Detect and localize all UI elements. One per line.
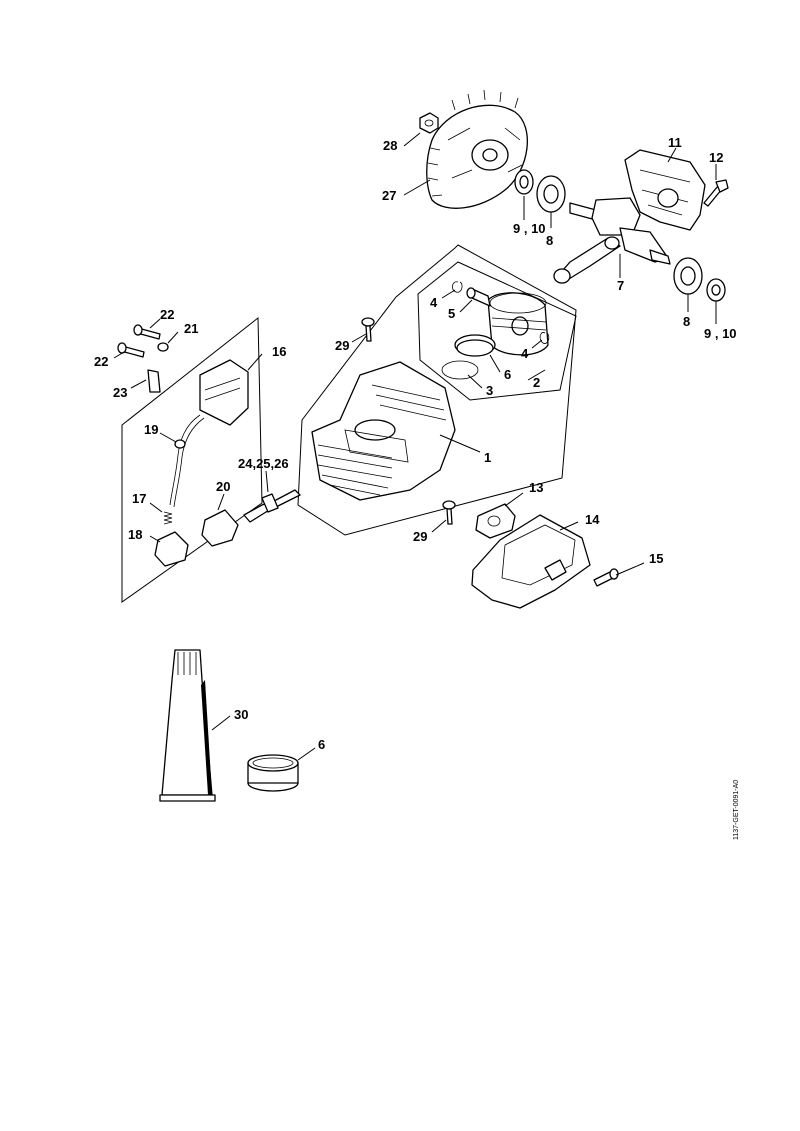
piston-ring[interactable] [454,334,496,357]
ignition-module[interactable] [199,359,249,426]
flywheel[interactable] [426,89,528,209]
cylinder[interactable] [311,361,456,501]
muffler[interactable] [471,514,591,609]
callout-21: 21 [184,321,198,336]
ignition-lead[interactable] [169,414,205,508]
muffler-screw[interactable] [593,568,619,587]
callout-12: 12 [709,150,723,165]
muffler-gasket[interactable] [475,503,516,539]
short-circuit-wire[interactable] [147,369,161,393]
callout-5: 5 [448,306,455,321]
callout-11: 11 [668,135,682,150]
crankshaft[interactable] [553,197,671,284]
callout-9-10-upper: 9 , 10 [513,221,546,236]
callout-17: 17 [132,491,146,506]
installing-sleeve[interactable] [247,754,299,792]
callout-6-piston: 6 [504,367,511,382]
crankcase-screw[interactable] [703,179,729,207]
callout-4-left: 4 [430,295,438,310]
cylinder-screw-lower[interactable] [442,500,456,525]
spark-plug[interactable] [243,489,301,523]
callout-27: 27 [382,188,396,203]
callout-13: 13 [529,480,543,495]
leader-lines [113,132,717,761]
piston-group-box [417,261,577,401]
ignition-screw-a[interactable] [133,324,161,340]
spark-plug-boot[interactable] [154,531,189,567]
callout-8-upper: 8 [546,233,553,248]
callout-28: 28 [383,138,397,153]
callout-24-25-26: 24,25,26 [238,456,289,471]
piston-ring-thin[interactable] [441,360,479,380]
washer[interactable] [157,342,169,352]
ball-bearing-upper[interactable] [536,175,566,213]
callout-16: 16 [272,344,286,359]
callout-15: 15 [649,551,663,566]
callout-18: 18 [128,527,142,542]
oil-seal-upper[interactable] [514,169,534,195]
callout-22-lower: 22 [94,354,108,369]
drawing-reference: 1137-GET-0091-A0 [733,780,740,840]
callout-6-sleeve: 6 [318,737,325,752]
callout-4-right: 4 [521,346,529,361]
callout-30: 30 [234,707,248,722]
ball-bearing-lower[interactable] [673,257,703,295]
callout-2: 2 [533,375,540,390]
spark-plug-boot-cover[interactable] [201,509,239,547]
flywheel-nut[interactable] [419,112,439,134]
callout-22-upper: 22 [160,307,174,322]
callout-29-upper: 29 [335,338,349,353]
piston[interactable] [487,292,549,356]
callout-8-lower: 8 [683,314,690,329]
callout-20: 20 [216,479,230,494]
callout-7: 7 [617,278,624,293]
callout-19: 19 [144,422,158,437]
callout-1: 1 [484,450,491,465]
oil-seal-lower[interactable] [706,278,726,302]
callout-numbers: 28 27 9 , 10 8 11 12 7 8 9 , 10 4 5 4 6 … [94,135,737,752]
hookless-snap-ring-a[interactable] [452,281,463,293]
ignition-group-box [121,316,263,603]
piston-pin[interactable] [466,287,491,307]
crankcase-half[interactable] [624,149,706,231]
ignition-screw-b[interactable] [117,342,145,358]
callout-9-10-lower: 9 , 10 [704,326,737,341]
callout-23: 23 [113,385,127,400]
grease-tube[interactable] [159,649,216,802]
cylinder-screw-upper[interactable] [361,317,375,342]
hookless-snap-ring-b[interactable] [539,332,550,344]
callout-29-lower: 29 [413,529,427,544]
callout-14: 14 [585,512,600,527]
callout-3: 3 [486,383,493,398]
spark-plug-spring[interactable] [163,511,173,525]
cylinder-group-box [297,244,577,536]
